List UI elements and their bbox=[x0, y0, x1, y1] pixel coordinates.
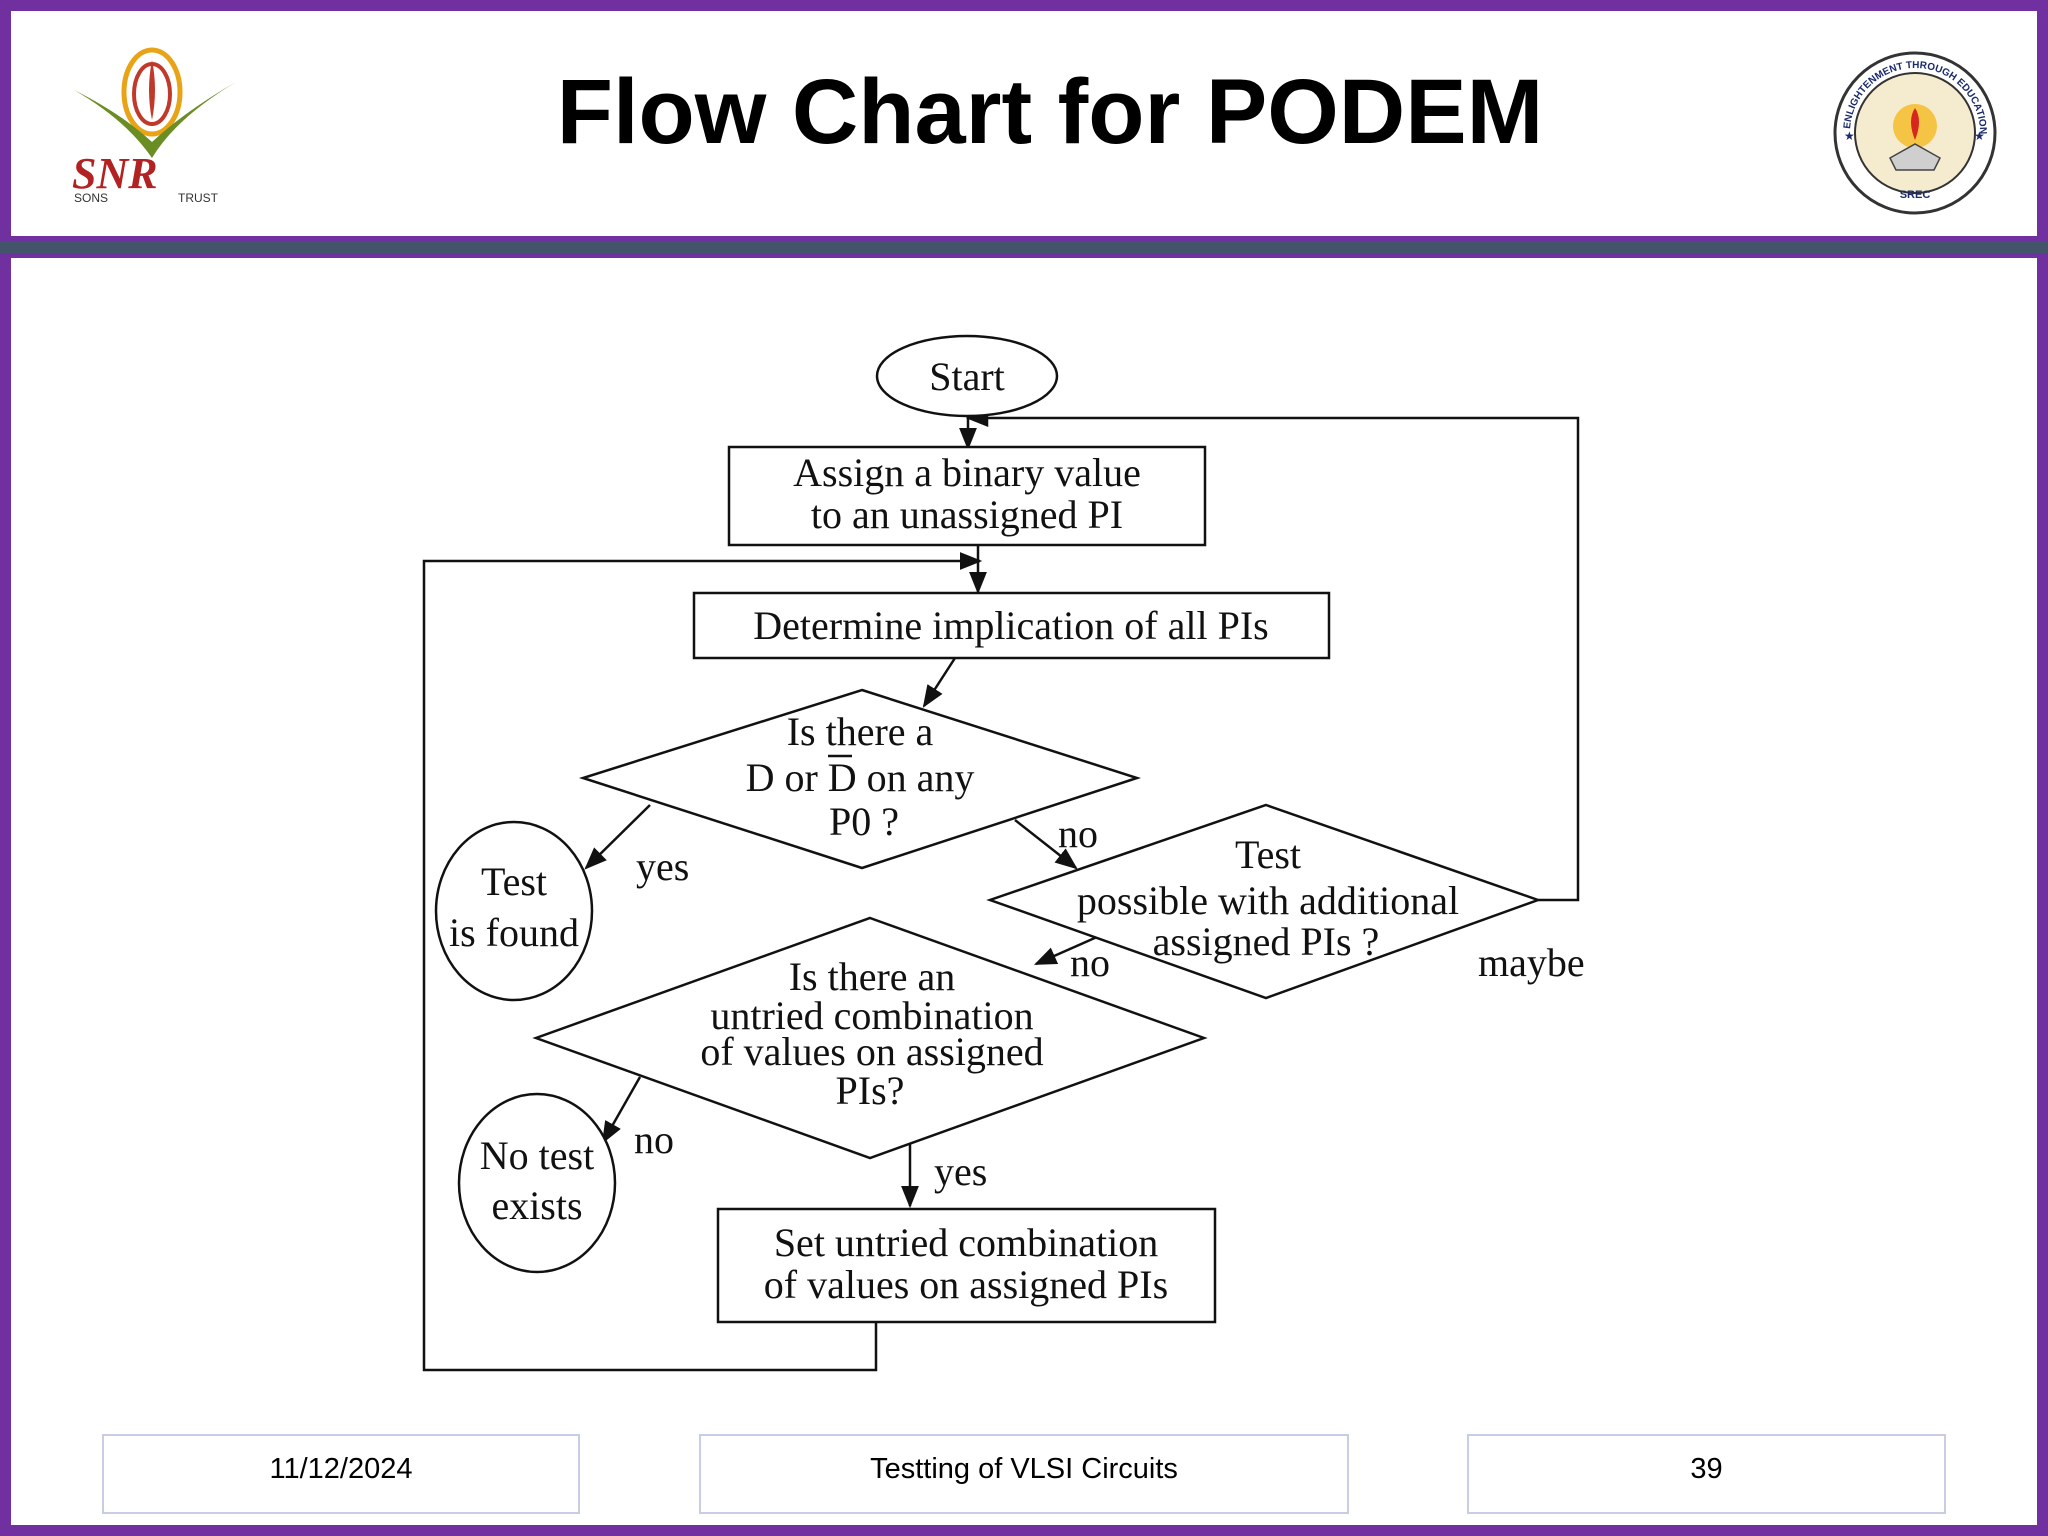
star-icon: ★ bbox=[1844, 129, 1855, 143]
decision-test-line-2: possible with additional bbox=[1077, 878, 1459, 923]
decision-d-node: Is there a D or D on any P0 ? bbox=[578, 688, 1142, 870]
assign-line-1: Assign a binary value bbox=[793, 450, 1141, 495]
label-untried-yes: yes bbox=[934, 1149, 987, 1194]
implication-node: Determine implication of all PIs bbox=[692, 591, 1331, 660]
emblem-text: SREC bbox=[1900, 189, 1931, 201]
snr-trust-logo: SNR SONS TRUST bbox=[72, 47, 236, 205]
star-icon: ★ bbox=[1974, 129, 1985, 143]
edge-test-maybe-loop bbox=[965, 409, 1580, 902]
label-untried-no: no bbox=[634, 1117, 674, 1162]
edge-set-loop bbox=[422, 552, 983, 1372]
set-untried-node: Set untried combination of values on ass… bbox=[716, 1207, 1217, 1324]
footer-course: Testting of VLSI Circuits bbox=[699, 1434, 1349, 1514]
logo-left-text: SNR bbox=[72, 149, 158, 198]
footer-page-number: 39 bbox=[1467, 1434, 1946, 1514]
decision-untried-line-2: untried combination bbox=[710, 993, 1033, 1038]
decision-untried-line-3: of values on assigned bbox=[700, 1029, 1043, 1074]
label-d-no: no bbox=[1058, 811, 1098, 856]
footer-date: 11/12/2024 bbox=[102, 1434, 580, 1514]
header-rule-inner bbox=[0, 241, 2048, 253]
test-found-node: Test is found bbox=[434, 820, 594, 1002]
flowchart-edges bbox=[422, 409, 1580, 1372]
assign-line-2: to an unassigned PI bbox=[811, 492, 1123, 537]
test-found-line-2: is found bbox=[449, 910, 579, 955]
start-node: Start bbox=[875, 334, 1059, 418]
set-untried-line-1: Set untried combination bbox=[774, 1220, 1158, 1265]
slide-title: Flow Chart for PODEM bbox=[556, 61, 1544, 163]
decision-untried-line-1: Is there an bbox=[789, 954, 956, 999]
label-test-maybe: maybe bbox=[1478, 940, 1585, 985]
decision-test-node: Test possible with additional assigned P… bbox=[986, 803, 1542, 1000]
no-test-line-1: No test bbox=[480, 1133, 594, 1178]
decision-d-line-1: Is there a bbox=[787, 709, 934, 754]
start-label: Start bbox=[929, 354, 1005, 399]
assign-node: Assign a binary value to an unassigned P… bbox=[727, 445, 1207, 547]
label-test-no: no bbox=[1070, 940, 1110, 985]
decision-d-line-3: P0 ? bbox=[829, 799, 899, 844]
srec-emblem: ENLIGHTENMENT THROUGH EDUCATION SREC ★ ★ bbox=[1833, 51, 1997, 215]
edge-labels: yes no no maybe no yes bbox=[634, 811, 1585, 1194]
edge-test-no bbox=[1033, 935, 1098, 966]
logo-left-subtext-1: SONS bbox=[74, 191, 108, 205]
decision-test-line-1: Test bbox=[1235, 832, 1301, 877]
decision-d-line-2: D or D on any bbox=[746, 755, 975, 800]
no-test-node: No test exists bbox=[457, 1092, 617, 1274]
edge-implication-to-decision bbox=[922, 657, 957, 708]
no-test-line-2: exists bbox=[491, 1183, 582, 1228]
test-found-line-1: Test bbox=[481, 859, 547, 904]
set-untried-line-2: of values on assigned PIs bbox=[764, 1262, 1168, 1307]
sunburst-icon bbox=[1889, 104, 1941, 171]
decision-untried-line-4: PIs? bbox=[836, 1068, 905, 1113]
implication-label: Determine implication of all PIs bbox=[753, 603, 1268, 648]
edge-decision-no bbox=[1014, 819, 1078, 870]
decision-untried-node: Is there an untried combination of value… bbox=[532, 916, 1208, 1160]
edge-decision-yes bbox=[584, 804, 651, 870]
decision-test-line-3: assigned PIs ? bbox=[1153, 919, 1380, 964]
label-d-yes: yes bbox=[636, 844, 689, 889]
edge-untried-no bbox=[601, 1076, 642, 1144]
logo-left-subtext-2: TRUST bbox=[178, 191, 219, 205]
